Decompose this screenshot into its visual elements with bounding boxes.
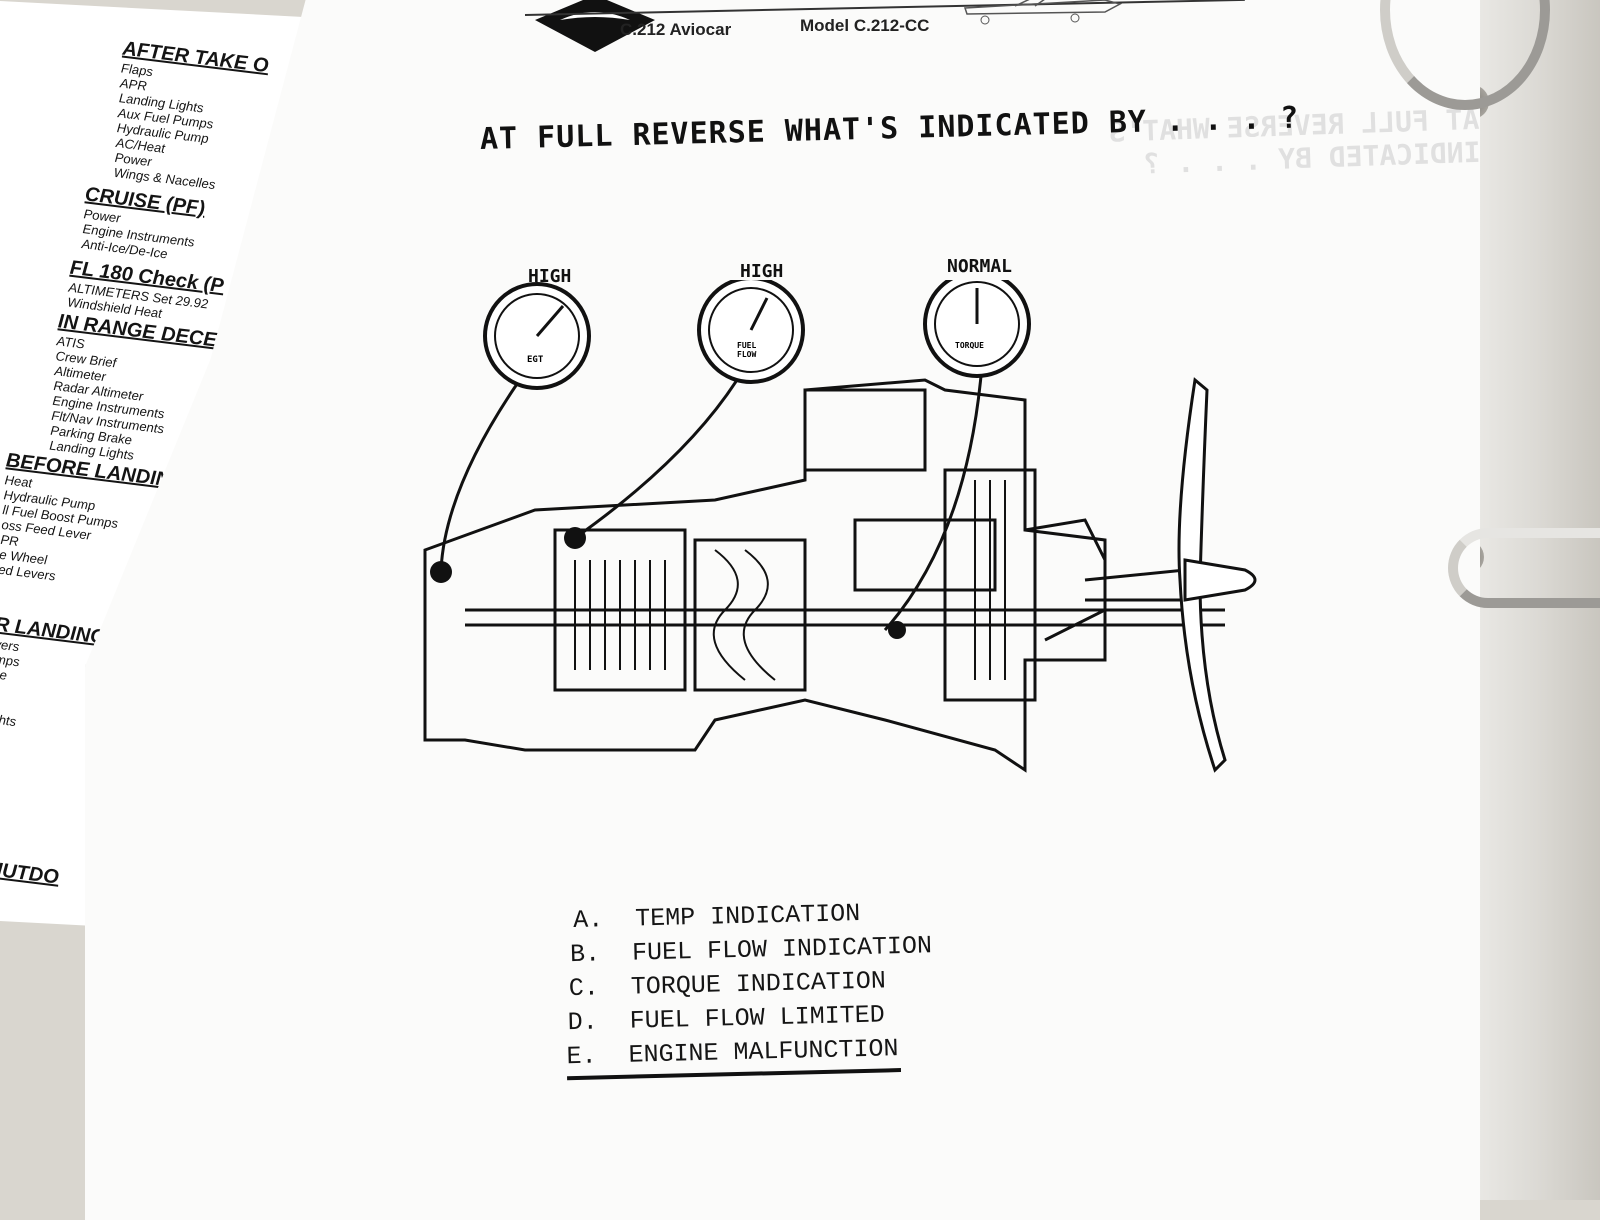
fuel-flow-gauge-label-line2: FLOW (737, 350, 756, 359)
torque-lead-line (883, 375, 983, 631)
answer-text: FUEL FLOW INDICATION (631, 931, 933, 968)
fuel-flow-gauge: FUEL FLOW (697, 280, 805, 384)
compressor-blades (574, 480, 1006, 681)
fuel-flow-lead-line (574, 379, 739, 540)
aircraft-icon (963, 0, 1123, 25)
egt-sensor-dot (430, 561, 452, 583)
fuel-flow-sensor-dot (564, 527, 586, 549)
torque-gauge: TORQUE (923, 280, 1031, 378)
answer-text: ENGINE MALFUNCTION (628, 1034, 899, 1070)
gauge-status-egt: HIGH (528, 266, 572, 287)
section-title: SHUTDO (0, 856, 60, 889)
checklist-section: CRUISE (PF) Power Engine Instruments Ant… (81, 183, 205, 265)
answer-text: TORQUE INDICATION (630, 966, 887, 1002)
propeller (1177, 377, 1257, 773)
answer-letter: E. (566, 1041, 597, 1072)
egt-gauge-label: EGT (527, 355, 544, 365)
answer-option-e[interactable]: E. ENGINE MALFUNCTION (566, 1034, 902, 1081)
torque-gauge-label: TORQUE (955, 341, 984, 350)
engine-diagram: EGT FUEL FLOW TORQUE (423, 280, 1257, 773)
binder-ring-middle (1448, 528, 1600, 608)
header-aircraft: C.212 Aviocar (620, 20, 732, 39)
answer-list: A. TEMP INDICATION B. FUEL FLOW INDICATION… (566, 897, 935, 1081)
egt-lead-line (439, 383, 519, 571)
checklist-section: SHUTDO (0, 857, 59, 890)
gauge-status-fuel-flow: HIGH (740, 261, 784, 282)
answer-letter: B. (569, 939, 601, 970)
answer-letter: D. (567, 1007, 599, 1038)
header-model: Model C.212-CC (800, 16, 930, 35)
answer-letter: A. (572, 905, 604, 936)
checklist-section: AFTER TAKE O Flaps APR Landing Lights Au… (113, 38, 269, 198)
gauge-status-torque: NORMAL (947, 256, 1013, 277)
quiz-page: AT FULL REVERSE WHAT'S INDICATED BY . . … (85, 0, 1480, 1220)
fuel-flow-gauge-label-line1: FUEL (737, 341, 756, 350)
engine-body (423, 378, 1225, 773)
egt-gauge: EGT (483, 282, 591, 390)
answer-text: TEMP INDICATION (634, 899, 861, 934)
answer-text: FUEL FLOW LIMITED (629, 1000, 886, 1036)
answer-letter: C. (568, 973, 600, 1004)
